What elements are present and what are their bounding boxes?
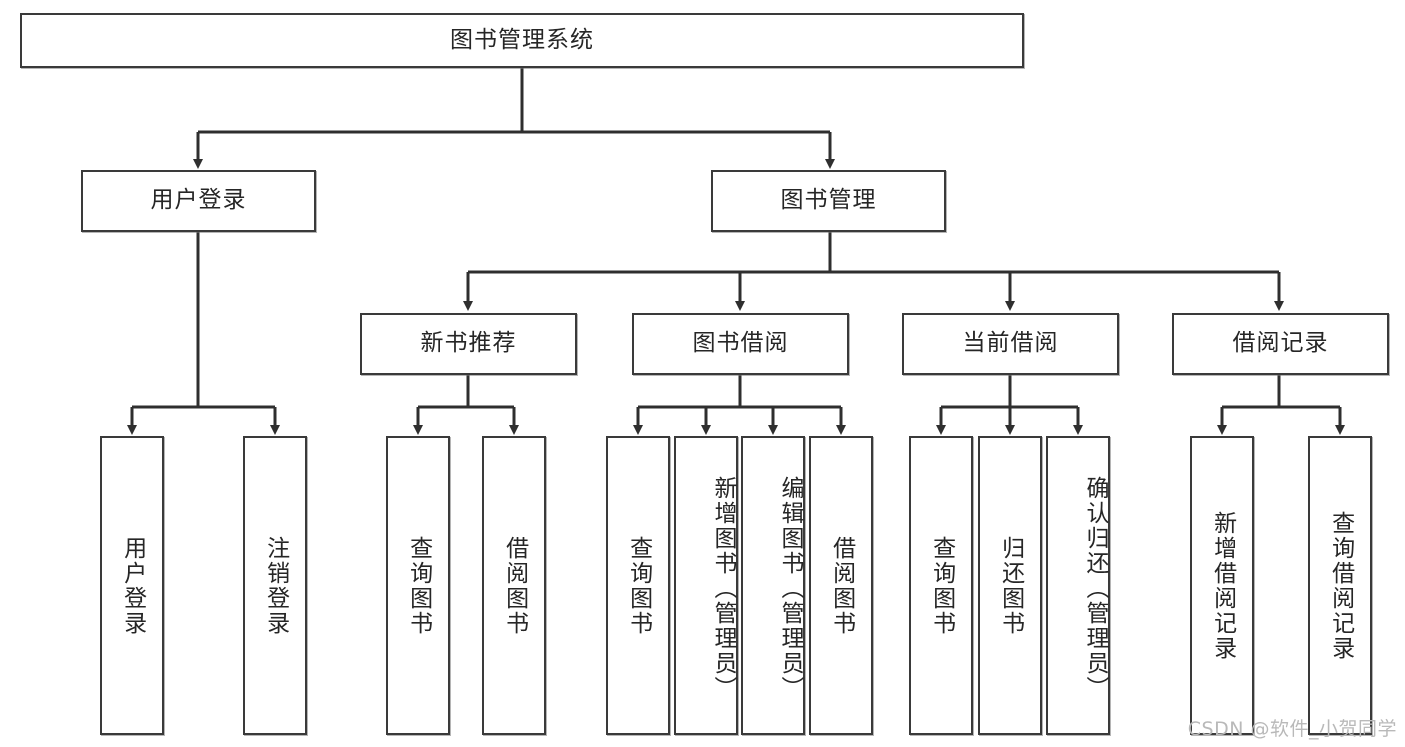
node-label: 查询借阅记录: [1327, 510, 1354, 661]
csdn-watermark: CSDN @软件_小贺同学: [1187, 718, 1397, 740]
node-label: 注销登录: [262, 535, 289, 636]
leaf-current-borrow-return-book[interactable]: 归还图书: [978, 436, 1042, 735]
node-current-borrow[interactable]: 当前借阅: [902, 313, 1119, 375]
node-label: 查询图书: [625, 535, 652, 636]
leaf-book-borrow-query-book[interactable]: 查询图书: [606, 436, 670, 735]
node-label: 借阅记录: [1232, 330, 1329, 357]
node-label: 用户登录: [150, 187, 247, 214]
leaf-user-login-logout[interactable]: 注销登录: [243, 436, 307, 735]
leaf-book-borrow-borrow-book[interactable]: 借阅图书: [809, 436, 873, 735]
node-label: 查询图书: [405, 535, 432, 636]
node-label: 借阅图书: [828, 535, 855, 636]
leaf-current-borrow-confirm-return-admin[interactable]: 确认归还（管理员）: [1046, 436, 1110, 735]
node-label: 图书管理: [780, 187, 877, 214]
node-root-book-management-system[interactable]: 图书管理系统: [20, 13, 1024, 68]
leaf-book-borrow-edit-book-admin[interactable]: 编辑图书（管理员）: [741, 436, 805, 735]
leaf-user-login-login[interactable]: 用户登录: [100, 436, 164, 735]
leaf-records-add-record[interactable]: 新增借阅记录: [1190, 436, 1254, 735]
node-label: 确认归还（管理员）: [1082, 476, 1108, 701]
leaf-book-borrow-add-book-admin[interactable]: 新增图书（管理员）: [674, 436, 738, 735]
node-book-management[interactable]: 图书管理: [711, 170, 946, 232]
node-new-book-recommend[interactable]: 新书推荐: [360, 313, 577, 375]
node-label: 图书管理系统: [450, 26, 594, 53]
node-label: 新书推荐: [420, 330, 517, 357]
node-user-login[interactable]: 用户登录: [81, 170, 316, 232]
node-book-borrow[interactable]: 图书借阅: [632, 313, 849, 375]
node-label: 归还图书: [997, 535, 1024, 636]
node-label: 新增图书（管理员）: [710, 476, 736, 701]
leaf-current-borrow-query-book[interactable]: 查询图书: [909, 436, 973, 735]
node-label: 借阅图书: [501, 535, 528, 636]
leaf-records-query-record[interactable]: 查询借阅记录: [1308, 436, 1372, 735]
node-label: 图书借阅: [692, 330, 789, 357]
node-label: 查询图书: [928, 535, 955, 636]
node-label: 编辑图书（管理员）: [777, 476, 803, 701]
node-label: 当前借阅: [962, 330, 1059, 357]
leaf-new-book-borrow-book[interactable]: 借阅图书: [482, 436, 546, 735]
leaf-new-book-query-book[interactable]: 查询图书: [386, 436, 450, 735]
node-label: 新增借阅记录: [1209, 510, 1236, 661]
node-label: 用户登录: [119, 535, 146, 636]
node-borrow-records[interactable]: 借阅记录: [1172, 313, 1389, 375]
